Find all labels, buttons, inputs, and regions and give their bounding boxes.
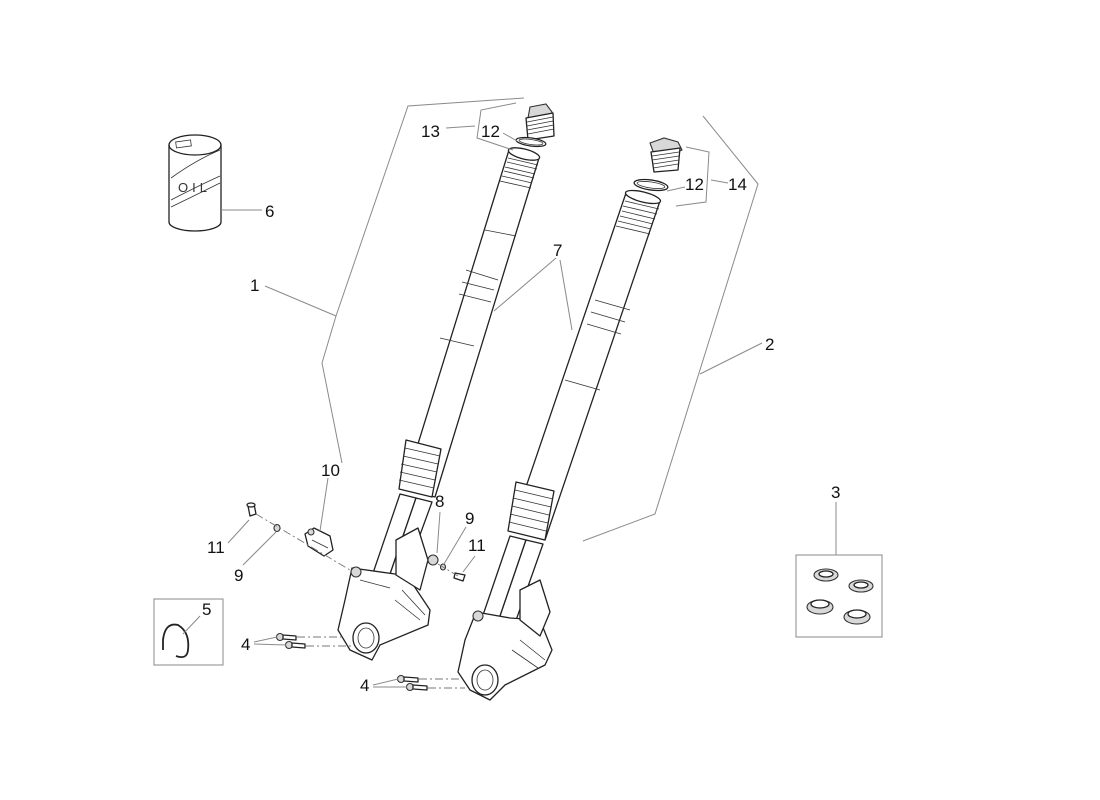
callout-7: 7 [553,241,562,260]
oil-can-text: OIL [178,180,211,195]
callout-11-left: 11 [207,538,225,557]
seal-kit-3[interactable] [806,568,874,625]
screw-11-left[interactable] [246,502,257,517]
callout-11-right: 11 [468,536,486,555]
circlip-box [153,598,224,666]
screws-4-right[interactable] [396,674,428,692]
callout-9-right: 9 [465,509,474,528]
callout-12-left: 12 [481,122,500,141]
right-top-cap [649,137,683,173]
callout-8: 8 [435,492,444,511]
right-fork-leg[interactable] [457,137,683,701]
callout-9-left: 9 [234,566,243,585]
callout-2: 2 [765,335,774,354]
oil-can-part[interactable]: OIL [168,134,222,232]
callout-3: 3 [831,483,840,502]
callout-14: 14 [728,175,747,194]
seal-kit-box [795,554,883,638]
cap-8[interactable] [427,554,439,566]
circlip-5[interactable] [162,623,190,659]
callout-10: 10 [321,461,340,480]
bracket-10[interactable] [304,527,334,557]
callout-5: 5 [202,600,211,619]
screws-4-left[interactable] [275,632,306,650]
callout-12-right: 12 [685,175,704,194]
left-top-cap [525,103,555,141]
callout-13: 13 [421,122,440,141]
callout-6: 6 [265,202,274,221]
left-fork-leg[interactable] [337,103,555,661]
callout-1: 1 [250,276,259,295]
callout-4-left: 4 [241,635,250,654]
callout-4-right: 4 [360,676,369,695]
